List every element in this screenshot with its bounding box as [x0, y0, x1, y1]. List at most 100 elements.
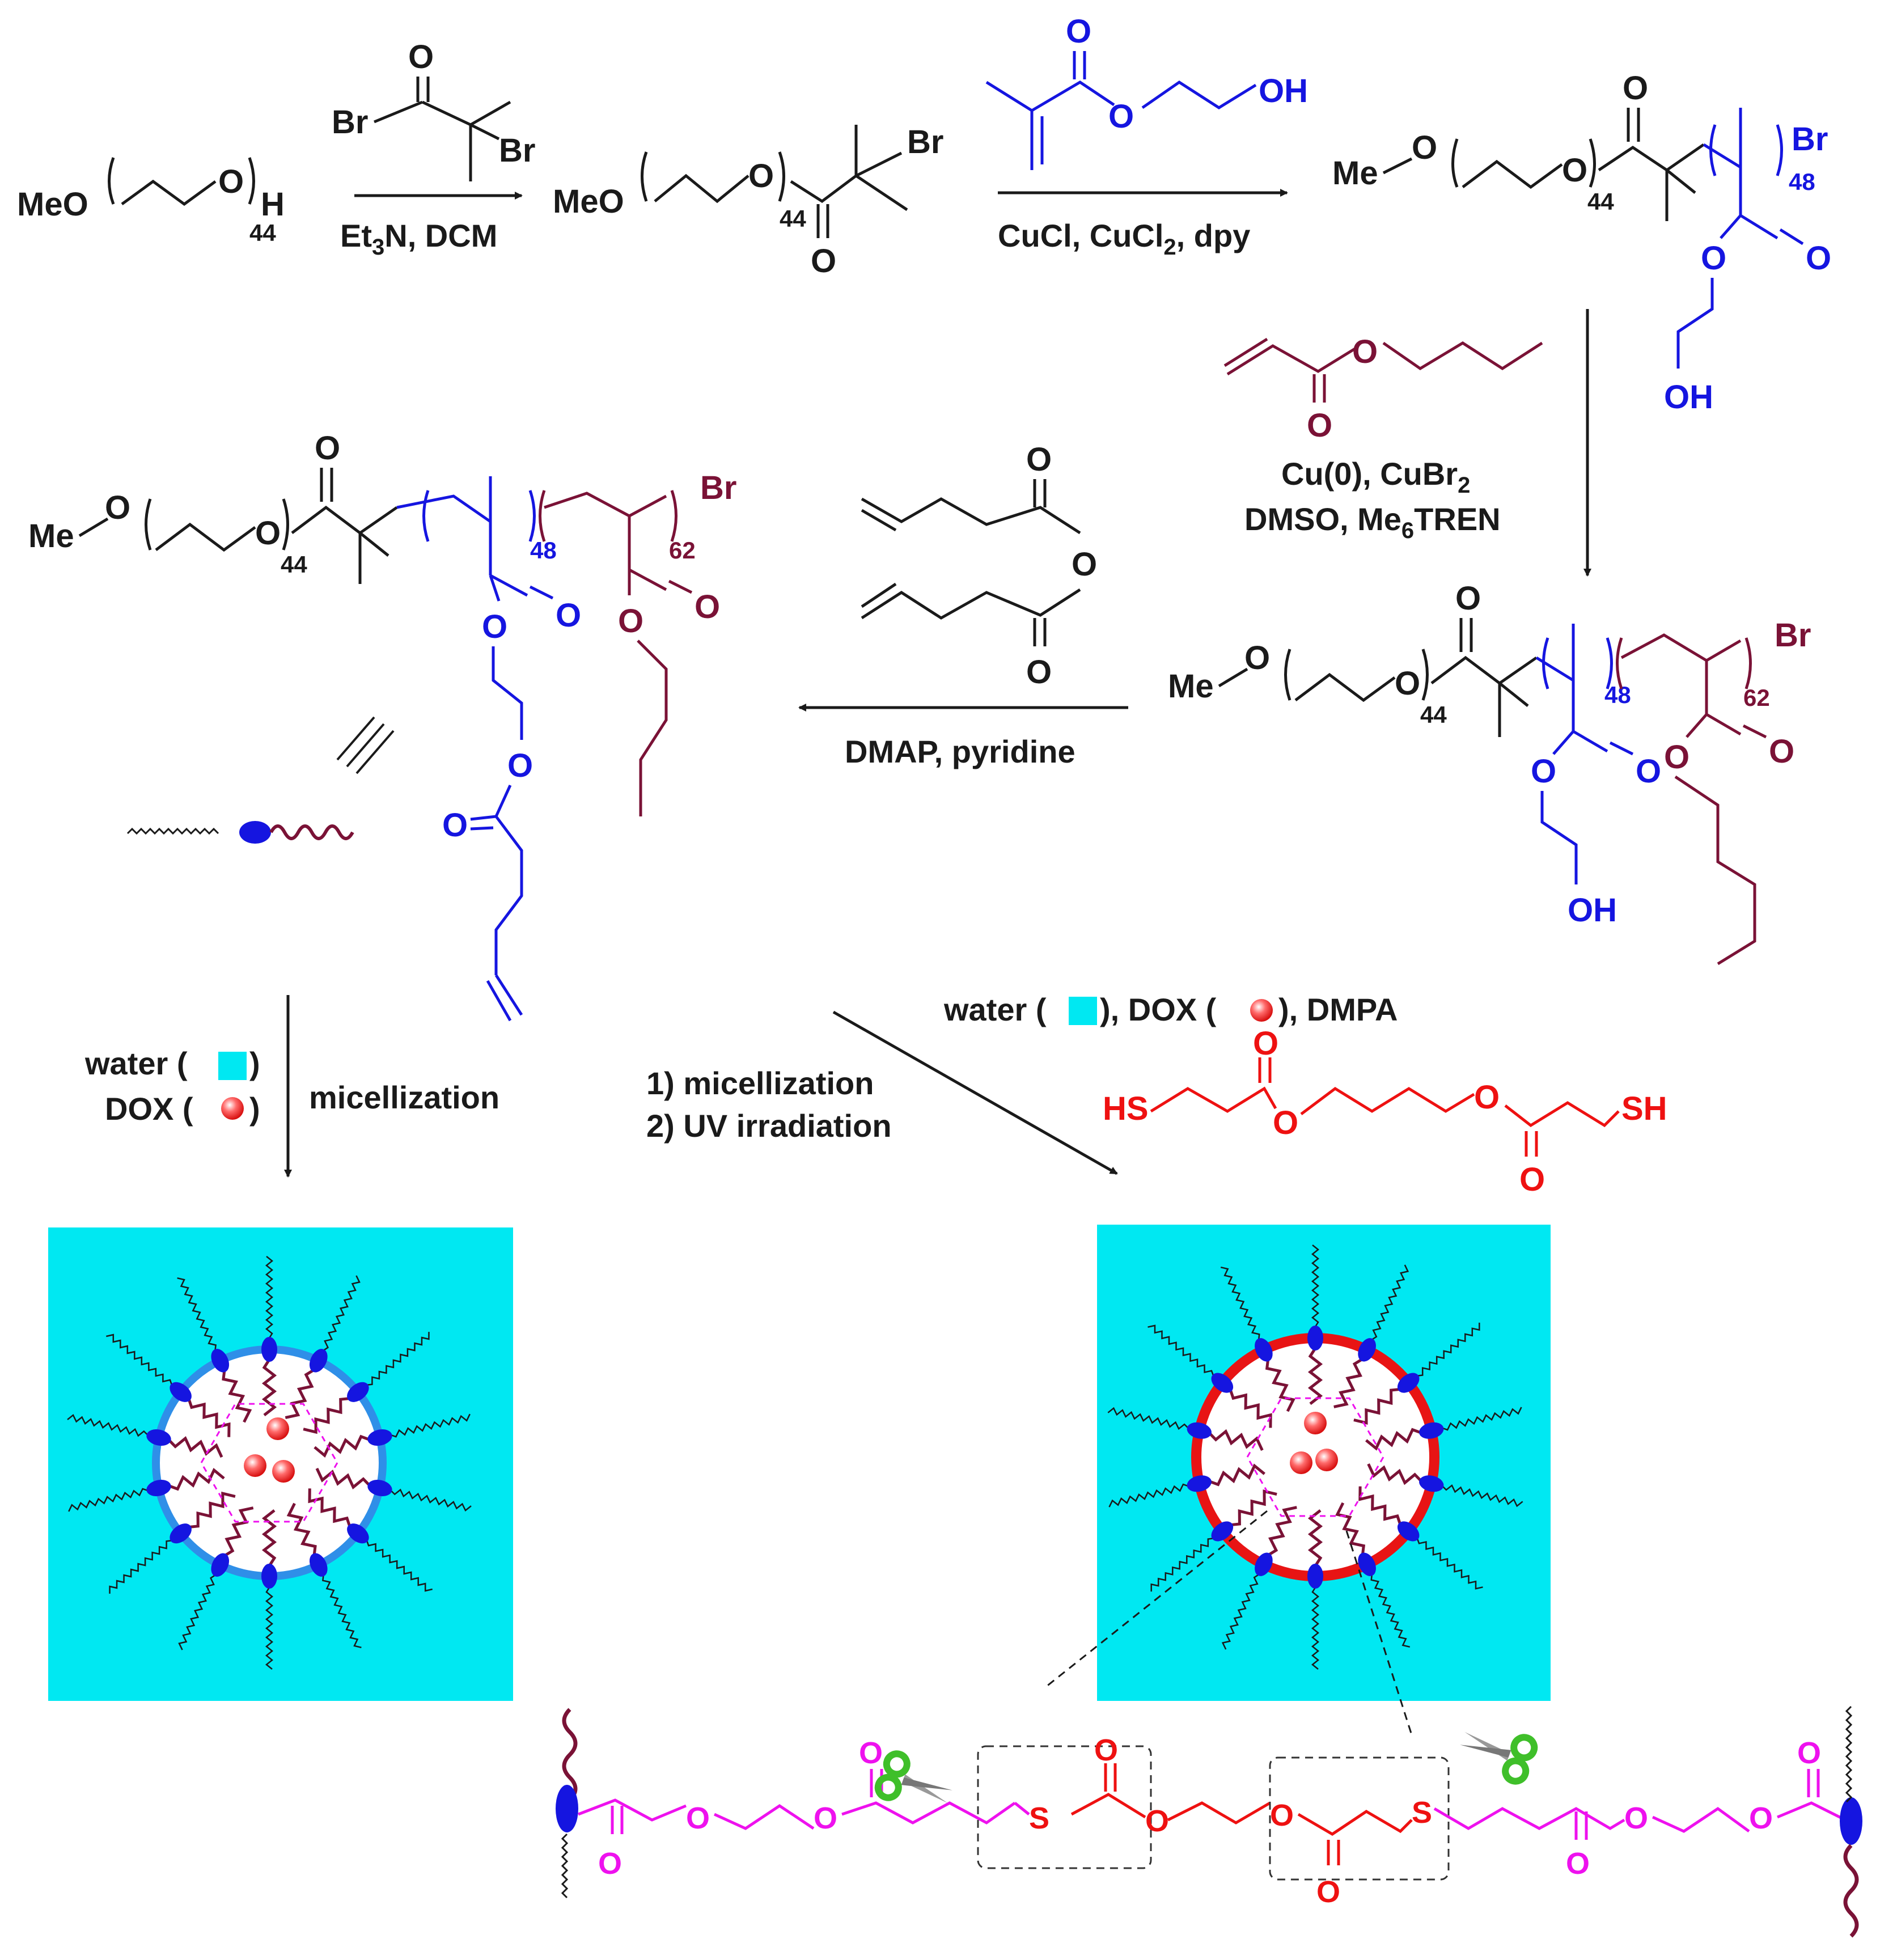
svg-text:62: 62	[669, 537, 696, 564]
svg-text:), DMPA: ), DMPA	[1278, 992, 1398, 1027]
pba-core-chain	[1307, 1347, 1323, 1405]
peg-corona-chain	[109, 1539, 172, 1594]
lk-o-11: O	[1749, 1801, 1773, 1835]
pba-core-chain	[1265, 1358, 1295, 1412]
phema-bead	[170, 1382, 192, 1402]
conditions-step4: DMAP, pyridine	[845, 734, 1075, 769]
svg-text:Me: Me	[1332, 155, 1378, 192]
phema-bead	[1397, 1521, 1420, 1542]
pba-core-chain	[261, 1358, 277, 1416]
pba-core-chain	[1307, 1509, 1323, 1567]
pba-core-chain	[1208, 1463, 1265, 1487]
phema-bead	[170, 1523, 192, 1544]
dox-particle	[266, 1417, 289, 1440]
micelle-crosslinked	[1107, 1244, 1523, 1670]
pba-core-chain	[261, 1509, 277, 1567]
lk-o-10: O	[1624, 1801, 1648, 1835]
peg-corona-chain	[322, 1575, 362, 1649]
svg-text:O: O	[1352, 333, 1378, 370]
svg-text:MeO: MeO	[553, 183, 624, 220]
bracket-right	[248, 157, 255, 205]
zoom-line-left	[1045, 1510, 1268, 1688]
phema-bead	[1211, 1521, 1234, 1542]
svg-text:O: O	[1273, 1104, 1298, 1141]
peg-corona-chain	[1220, 1266, 1260, 1340]
h-label: H	[261, 186, 285, 223]
left-dox-label: DOX (	[105, 1091, 193, 1127]
phema-bead	[1187, 1475, 1212, 1492]
peg-corona-chain	[178, 1574, 216, 1650]
svg-text:44: 44	[780, 205, 806, 232]
phema-bead	[1419, 1422, 1444, 1439]
svg-text:O: O	[442, 807, 468, 844]
svg-text:O: O	[255, 515, 281, 552]
svg-text:OH: OH	[1664, 379, 1713, 416]
peg-corona-chain	[67, 1413, 149, 1437]
lk-o-7: O	[1270, 1798, 1294, 1832]
svg-text:48: 48	[1789, 168, 1815, 195]
pba-core-chain	[1267, 1506, 1297, 1557]
meo-label: MeO	[17, 186, 88, 223]
phema-bead	[211, 1349, 230, 1373]
peg-corona-chain	[1311, 1244, 1320, 1327]
ba-monomer: O O	[1223, 333, 1543, 444]
svg-text:O: O	[811, 243, 836, 280]
svg-text:O: O	[1806, 240, 1831, 277]
phema-bead	[1211, 1373, 1234, 1393]
br-label-1: Br	[332, 104, 368, 141]
svg-text:O: O	[748, 158, 774, 194]
peg-corona-chain	[366, 1332, 430, 1386]
pba-core-chain	[1230, 1489, 1277, 1527]
left-water-label: water (	[84, 1045, 188, 1081]
svg-text:OH: OH	[1259, 73, 1308, 109]
svg-text:O: O	[1474, 1079, 1500, 1116]
phema-bead	[367, 1480, 392, 1497]
svg-text:OH: OH	[1568, 892, 1617, 929]
peg-corona-chain	[1150, 1538, 1214, 1592]
mpeg-molecule: MeO O H 44	[17, 157, 285, 246]
hema-monomer: O O OH	[985, 13, 1308, 170]
pba-core-chain	[286, 1502, 317, 1556]
phema-bead	[1358, 1338, 1376, 1362]
phema-bead	[211, 1553, 230, 1577]
water-swatch-right	[1069, 997, 1097, 1025]
br-label-2: Br	[499, 132, 535, 169]
lk-o-5: O	[1094, 1733, 1118, 1767]
o-label: O	[218, 163, 244, 200]
svg-text:O: O	[1307, 407, 1332, 444]
peg-corona-chain	[1416, 1538, 1483, 1590]
svg-text:O: O	[695, 589, 720, 625]
pba-core-chain	[1353, 1387, 1401, 1425]
pba-core-chain	[314, 1434, 371, 1458]
peg-corona-chain	[1311, 1587, 1320, 1670]
peg-corona-chain	[68, 1488, 148, 1512]
peg-corona-chain	[177, 1277, 217, 1351]
pba-core-chain	[1367, 1463, 1422, 1485]
svg-text:O: O	[1623, 70, 1648, 107]
peg-corona-chain	[1107, 1407, 1189, 1430]
svg-text:O: O	[507, 747, 533, 784]
dox-swatch-right	[1250, 999, 1273, 1022]
phema-bead	[146, 1429, 171, 1446]
micelle-core	[1193, 1335, 1438, 1580]
pba-core-chain	[1365, 1428, 1422, 1451]
svg-text:), DOX (: ), DOX (	[1100, 992, 1217, 1027]
pba-core-chain	[168, 1468, 225, 1491]
peg-bond	[121, 179, 217, 206]
svg-text:O: O	[1769, 733, 1794, 770]
phema-bead	[261, 1564, 277, 1589]
conditions-step3-line2: DMSO, Me6TREN	[1244, 501, 1501, 543]
lk-o-6: O	[1145, 1804, 1169, 1838]
dox-particle	[244, 1454, 266, 1477]
peg-corona-chain	[1442, 1484, 1523, 1508]
svg-text:44: 44	[281, 551, 307, 578]
peg-corona-chain	[1442, 1407, 1522, 1431]
svg-text:O: O	[1412, 129, 1437, 166]
svg-text:O: O	[1026, 654, 1052, 691]
peg-corona-chain	[1371, 1264, 1409, 1340]
scissors-icon	[874, 1750, 952, 1804]
phema-bead	[347, 1382, 369, 1402]
bromide-reagent: O Br Br	[332, 39, 535, 181]
peg-phema-polymer: Me O O 44 O Br 48 O O OH	[1332, 70, 1831, 416]
svg-text:O: O	[1026, 441, 1052, 478]
